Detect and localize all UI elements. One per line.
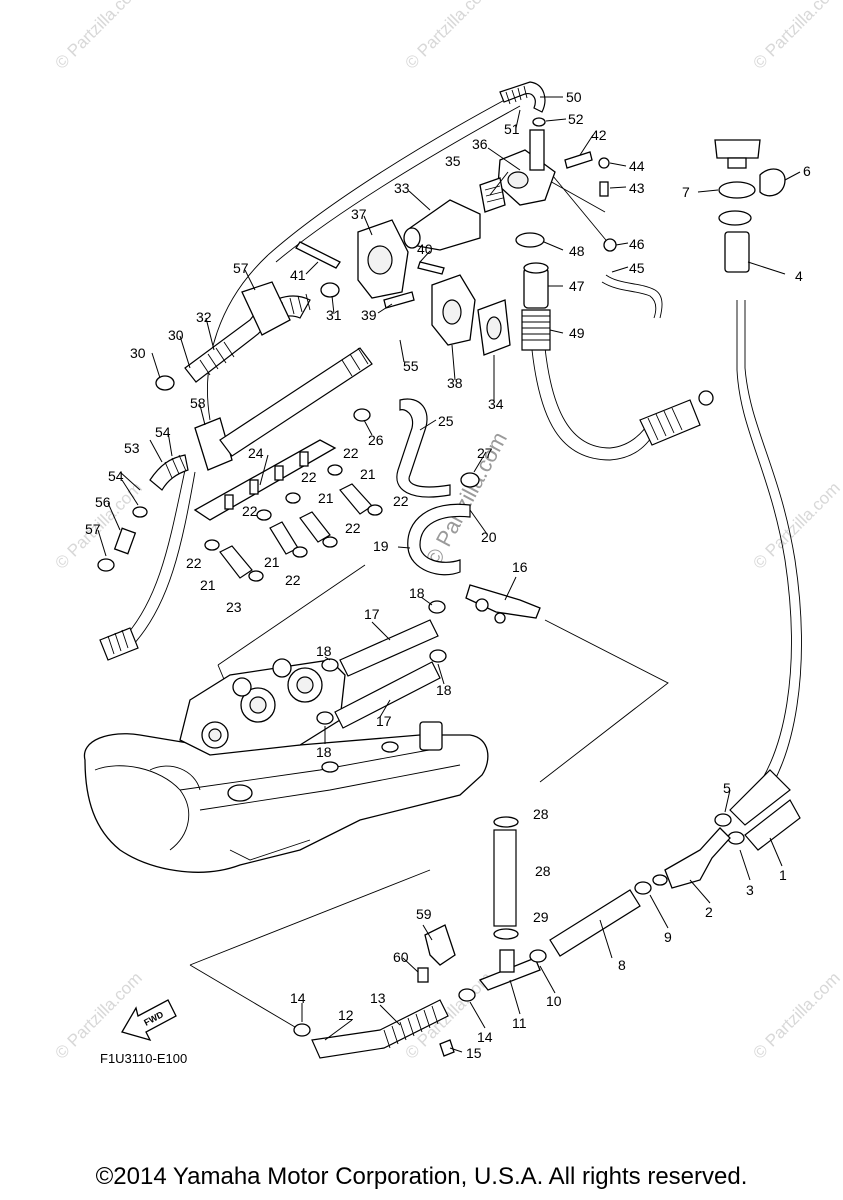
watermark: © Partzilla.com — [749, 478, 843, 572]
callout-22: 22 — [393, 493, 409, 509]
callout-11: 11 — [512, 1015, 527, 1031]
callout-21: 21 — [200, 577, 216, 593]
watermark: © Partzilla.com — [51, 0, 145, 73]
callout-31: 32 — [196, 309, 212, 325]
callout-38: 39 — [361, 307, 377, 323]
callout-37: 38 — [447, 375, 463, 391]
parts — [97, 81, 801, 1059]
callout-21: 21 — [318, 490, 334, 506]
callout-29: 30 — [168, 327, 184, 343]
callout-51: 52 — [568, 111, 584, 127]
drawing-code: F1U3110-E100 — [100, 1051, 187, 1066]
leader-lines — [97, 96, 801, 1053]
callout-22: 22 — [186, 555, 202, 571]
callout-16: 16 — [512, 559, 528, 575]
callout-18: 18 — [436, 682, 452, 698]
callout-26: 27 — [477, 445, 493, 461]
callout-22: 22 — [345, 520, 361, 536]
callout-52: 53 — [124, 440, 140, 456]
callout-35: 36 — [472, 136, 488, 152]
callout-45: 46 — [629, 236, 645, 252]
callout-32: 33 — [394, 180, 410, 196]
callout-30: 30 — [130, 345, 146, 361]
callout-8: 8 — [618, 957, 626, 973]
callout-59: 60 — [393, 949, 409, 965]
callout-36: 37 — [351, 206, 367, 222]
callout-20: 20 — [481, 529, 497, 545]
callout-22: 23 — [226, 599, 242, 615]
callout-28: 29 — [533, 909, 549, 925]
callout-17: 17 — [376, 713, 392, 729]
callout-44: 45 — [629, 260, 645, 276]
callout-14: 14 — [477, 1029, 493, 1045]
callout-42: 43 — [629, 180, 645, 196]
callout-21: 21 — [264, 554, 280, 570]
callout-22: 22 — [343, 445, 359, 461]
callout-15: 15 — [466, 1045, 482, 1061]
exhaust-manifold — [83, 658, 489, 873]
callout-54: 55 — [403, 358, 419, 374]
callout-43: 44 — [629, 158, 645, 174]
callout-3: 3 — [746, 882, 754, 898]
callout-57: 57 — [233, 260, 249, 276]
callout-41: 42 — [591, 127, 607, 143]
callout-56: 57 — [85, 521, 101, 537]
watermark: © Partzilla.com — [749, 0, 843, 73]
callout-22: 22 — [285, 572, 301, 588]
callout-55: 56 — [95, 494, 111, 510]
callout-21: 21 — [360, 466, 376, 482]
callout-50: 51 — [504, 121, 520, 137]
callout-49: 50 — [566, 89, 582, 105]
callout-10: 10 — [546, 993, 562, 1009]
callout-18: 18 — [409, 585, 425, 601]
callout-48: 49 — [569, 325, 585, 341]
callout-13: 13 — [370, 990, 386, 1006]
callout-25: 26 — [368, 432, 384, 448]
callout-22: 22 — [242, 503, 258, 519]
callout-24: 25 — [438, 413, 454, 429]
callout-46: 47 — [569, 278, 585, 294]
callout-7: 7 — [682, 184, 690, 200]
guide-lines — [121, 95, 802, 1031]
callout-30: 31 — [326, 307, 342, 323]
callout-23: 24 — [248, 445, 264, 461]
callout-18: 18 — [316, 643, 332, 659]
fwd-arrow-icon — [121, 999, 177, 1042]
callout-53: 54 — [155, 424, 171, 440]
callout-2: 2 — [705, 904, 713, 920]
callout-5: 5 — [723, 780, 731, 796]
callout-47: 48 — [569, 243, 585, 259]
callout-9: 9 — [664, 929, 672, 945]
callout-1: 1 — [779, 867, 787, 883]
watermark-main: © Partzilla.com — [420, 428, 512, 571]
callout-4: 4 — [795, 268, 803, 284]
watermark: © Partzilla.com — [401, 0, 495, 73]
callout-18: 18 — [316, 744, 332, 760]
copyright-notice: ©2014 Yamaha Motor Corporation, U.S.A. A… — [95, 1163, 748, 1190]
callout-39: 40 — [417, 241, 433, 257]
callout-6: 6 — [803, 163, 811, 179]
callout-19: 19 — [373, 538, 389, 554]
callout-58: 59 — [416, 906, 432, 922]
callout-12: 12 — [338, 1007, 354, 1023]
callout-22: 22 — [301, 469, 317, 485]
callout-57: 58 — [190, 395, 206, 411]
callout-28: 28 — [533, 806, 549, 822]
callout-14: 14 — [290, 990, 306, 1006]
callout-40: 41 — [290, 267, 306, 283]
watermark: © Partzilla.com — [749, 968, 843, 1062]
callout-34: 35 — [445, 153, 461, 169]
callout-54: 54 — [108, 468, 124, 484]
callout-labels: 1 2 3 4 5 6 7 8 9 10 11 12 13 14 14 15 1… — [85, 89, 811, 1061]
callout-17: 17 — [364, 606, 380, 622]
callout-33: 34 — [488, 396, 504, 412]
callout-27: 28 — [535, 863, 551, 879]
